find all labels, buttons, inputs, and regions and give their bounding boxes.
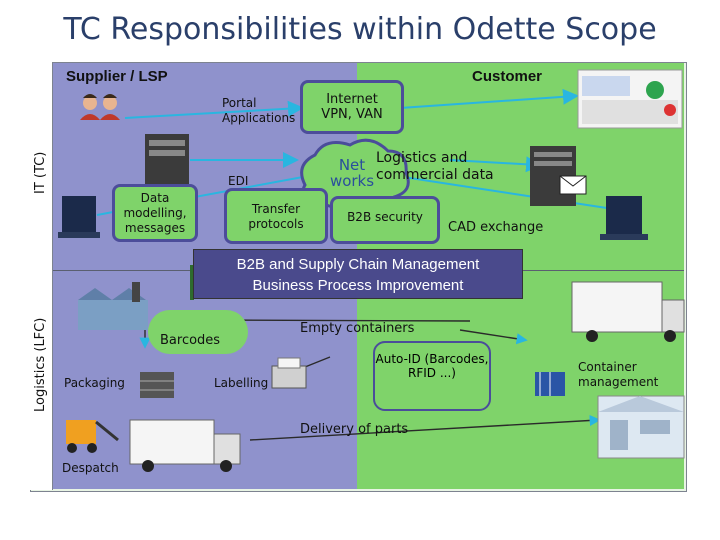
printer-icon	[271, 357, 307, 389]
logistics-commercial-data-label: Logistics and commercial data	[376, 150, 494, 183]
truck-icon	[129, 419, 241, 472]
cad-exchange-label: CAD exchange	[448, 220, 544, 235]
dashboard-screenshot-icon	[577, 69, 683, 129]
truck-icon	[571, 281, 685, 342]
barcodes-oval	[148, 310, 248, 354]
despatch-label: Despatch	[62, 461, 119, 475]
barcodes-label: Barcodes	[160, 333, 221, 348]
page-title: TC Responsibilities within Odette Scope	[63, 12, 657, 47]
edi-label: EDI	[228, 174, 249, 188]
envelope-icon	[559, 175, 587, 195]
auto-id-box: Auto-ID (Barcodes, RFID ...)	[373, 341, 491, 411]
delivery-of-parts-label: Delivery of parts	[300, 422, 409, 437]
warehouse-icon	[597, 395, 685, 459]
customer-header: Customer	[472, 68, 543, 85]
computer-icon	[600, 196, 648, 240]
people-icon	[80, 94, 120, 120]
data-modelling-box: Data modelling, messages	[112, 184, 198, 242]
forklift-icon	[66, 420, 119, 453]
labelling-label: Labelling	[214, 376, 269, 390]
it-side-strip	[30, 62, 53, 270]
container-stack-icon	[535, 372, 565, 396]
packaging-label: Packaging	[64, 376, 125, 390]
process-box-accent	[190, 265, 194, 300]
empty-containers-label: Empty containers	[300, 321, 415, 336]
supplier-header: Supplier / LSP	[66, 68, 168, 85]
pallet-icon	[140, 372, 174, 398]
logistics-side-strip	[30, 270, 53, 490]
business-process-line2: Business Process Improvement	[252, 277, 464, 294]
networks-label: Net works	[329, 156, 375, 190]
container-management-label: Container management	[578, 360, 659, 389]
factory-icon	[78, 282, 148, 330]
business-process-line1: B2B and Supply Chain Management	[236, 256, 480, 273]
computer-icon	[58, 196, 100, 238]
transfer-protocols-box: Transfer protocols	[224, 188, 328, 244]
internet-vpn-van-box: Internet VPN, VAN	[300, 80, 404, 134]
b2b-security-box: B2B security	[330, 196, 440, 244]
portal-applications-label: Portal Applications	[222, 96, 296, 125]
logistics-flow-arrows	[139, 310, 601, 441]
business-process-box: B2B and Supply Chain Management Business…	[193, 249, 523, 299]
